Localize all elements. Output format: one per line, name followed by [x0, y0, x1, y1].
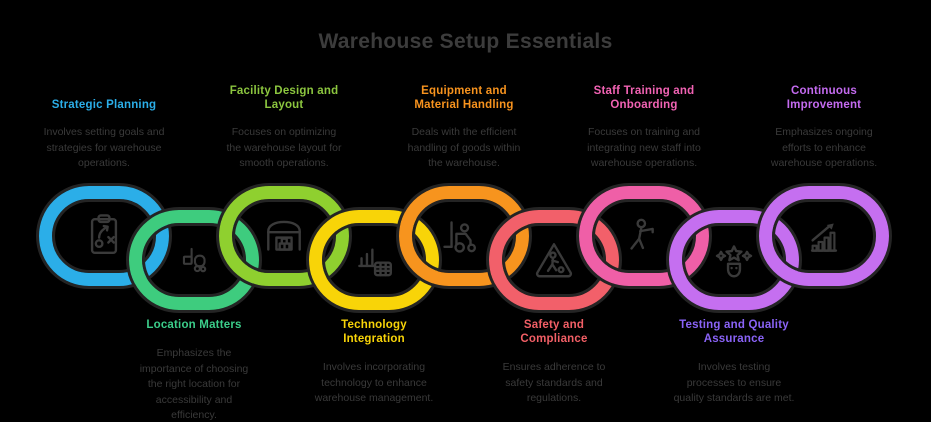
section-heading: Strategic Planning — [51, 98, 157, 111]
section-heading: Facility Design and Layout — [229, 84, 339, 111]
label-facility-design: Facility Design and Layout Focuses on op… — [204, 76, 364, 172]
quality-badge-icon — [715, 245, 753, 278]
section-description: Involves incorporating technology to enh… — [314, 361, 434, 405]
label-safety-compliance: Safety and Compliance Ensures adherence … — [474, 318, 634, 407]
section-heading: Safety and Compliance — [520, 319, 588, 346]
label-staff-training: Staff Training and Onboarding Focuses on… — [564, 76, 724, 172]
section-heading: Staff Training and Onboarding — [593, 84, 695, 111]
label-technology-integration: Technology Integration Involves incorpor… — [294, 318, 454, 407]
chain-link-9 — [759, 186, 889, 286]
section-description: Focuses on training and integrating new … — [587, 126, 701, 170]
section-description: Emphasizes the importance of choosing th… — [139, 347, 249, 422]
forklift-icon — [443, 221, 477, 253]
section-heading: Continuous Improvement — [786, 84, 862, 111]
section-heading: Location Matters — [146, 319, 242, 331]
safety-warning-sign-icon — [535, 243, 573, 278]
person-training-icon — [630, 218, 654, 250]
section-description: Deals with the efficient handling of goo… — [407, 126, 521, 170]
page-title: Warehouse Setup Essentials — [318, 30, 613, 53]
section-description: Focuses on optimizing the warehouse layo… — [226, 126, 342, 170]
section-description: Ensures adherence to safety standards an… — [502, 361, 606, 405]
section-heading: Equipment and Material Handling — [414, 84, 514, 111]
label-continuous-improvement: Continuous Improvement Emphasizes ongoin… — [744, 76, 904, 172]
hand-truck-icon — [182, 247, 207, 273]
section-description: Emphasizes ongoing efforts to enhance wa… — [770, 126, 878, 170]
section-description: Involves setting goals and strategies fo… — [43, 126, 165, 170]
growth-chart-icon — [810, 223, 838, 252]
label-testing-quality: Testing and Quality Assurance Involves t… — [654, 318, 814, 407]
section-heading: Technology Integration — [341, 319, 407, 346]
strategy-clipboard-icon — [90, 214, 118, 254]
label-location-matters: Location Matters Emphasizes the importan… — [114, 318, 274, 422]
section-heading: Testing and Quality Assurance — [679, 319, 789, 346]
technology-chart-icon — [358, 248, 392, 277]
label-strategic-planning: Strategic Planning Involves setting goal… — [24, 76, 184, 172]
section-description: Involves testing processes to ensure qua… — [673, 361, 795, 405]
label-equipment-handling: Equipment and Material Handling Deals wi… — [384, 76, 544, 172]
warehouse-building-icon — [267, 220, 301, 251]
